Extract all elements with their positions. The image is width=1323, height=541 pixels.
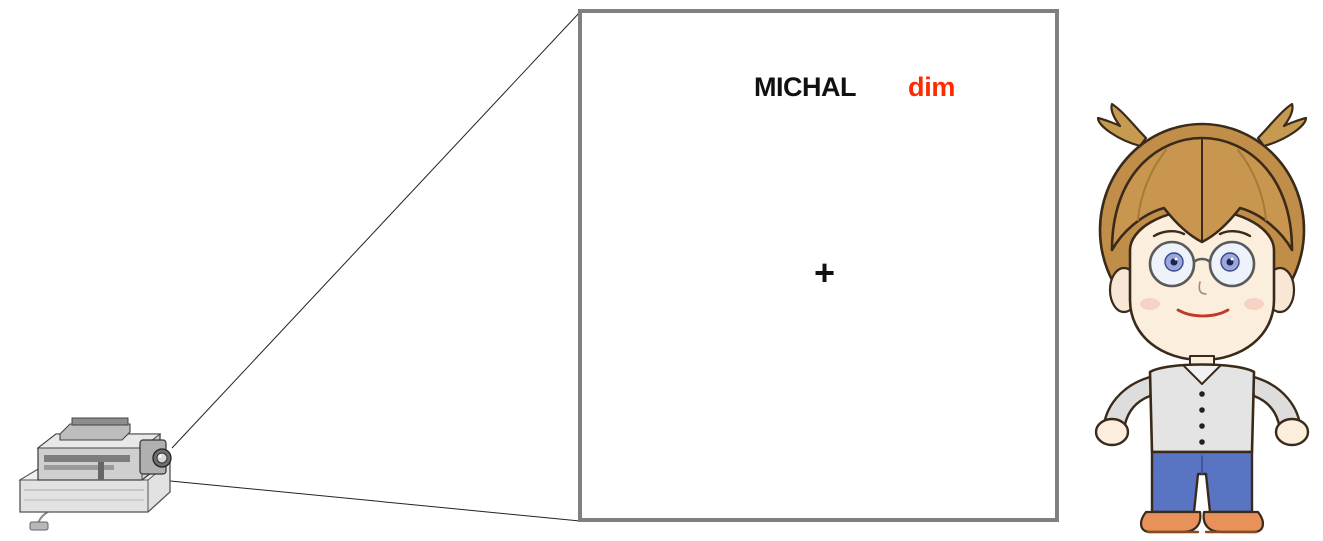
projection-beam bbox=[160, 12, 580, 521]
stimulus-name-word: MICHAL bbox=[754, 74, 856, 101]
beam-lower-line bbox=[160, 480, 580, 521]
stimulus-condition-word: dim bbox=[908, 74, 955, 101]
cartoon-girl-icon bbox=[1096, 104, 1308, 532]
slide-projector-icon bbox=[20, 418, 171, 530]
fixation-cross: + bbox=[814, 255, 835, 291]
beam-upper-line bbox=[172, 12, 580, 448]
